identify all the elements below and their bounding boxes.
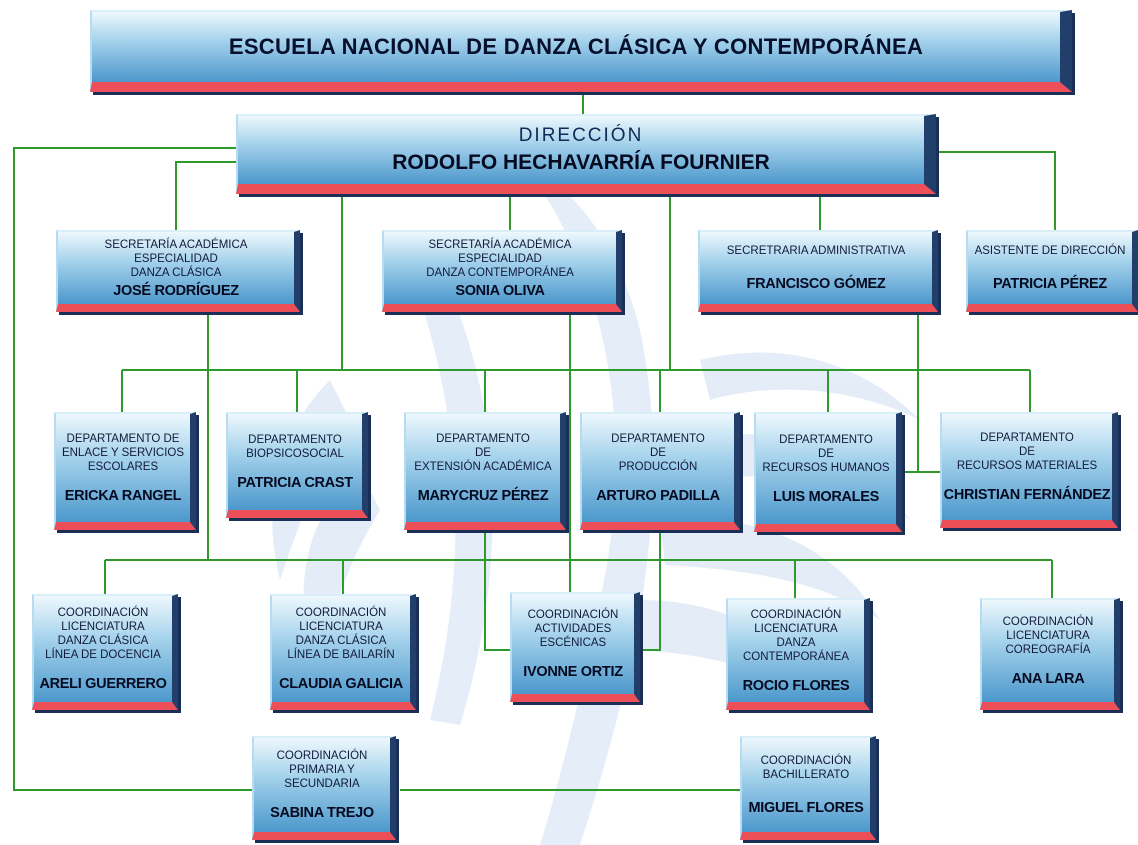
coordinacion-coreografia-box: COORDINACIÓN LICENCIATURA COREOGRAFÍA AN…	[980, 598, 1120, 710]
departamento-extension-box: DEPARTAMENTO DE EXTENSIÓN ACADÉMICA MARY…	[404, 412, 566, 530]
departamento-label: DEPARTAMENTO DE PRODUCCIÓN	[611, 433, 705, 473]
secretaria-name: SONIA OLIVA	[455, 282, 545, 299]
coordinacion-label: COORDINACIÓN LICENCIATURA DANZA CLÁSICA …	[287, 607, 395, 661]
coordinacion-label: COORDINACIÓN LICENCIATURA DANZA CONTEMPO…	[742, 609, 850, 663]
departamento-recursos-materiales-box: DEPARTAMENTO DE RECURSOS MATERIALES CHRI…	[940, 412, 1118, 528]
coordinacion-name: IVONNE ORTIZ	[523, 664, 623, 680]
direccion-name: RODOLFO HECHAVARRÍA FOURNIER	[392, 151, 770, 174]
coordinacion-bailarin-box: COORDINACIÓN LICENCIATURA DANZA CLÁSICA …	[270, 594, 416, 710]
connector-extension-actividades	[484, 530, 512, 651]
coordinacion-actividades-escenicas-box: COORDINACIÓN ACTIVIDADES ESCÉNICAS IVONN…	[510, 592, 640, 702]
secretaria-administrativa-box: SECRETRARIA ADMINISTRATIVA FRANCISCO GÓM…	[698, 230, 938, 312]
connector-produccion-actividades	[636, 530, 661, 651]
connector-dir-left-spine	[13, 147, 252, 791]
coordinacion-label: COORDINACIÓN BACHILLERATO	[760, 755, 852, 781]
departamento-produccion-box: DEPARTAMENTO DE PRODUCCIÓN ARTURO PADILL…	[580, 412, 740, 530]
departamento-label: DEPARTAMENTO BIOPSICOSOCIAL	[246, 434, 344, 460]
coordinacion-label: COORDINACIÓN PRIMARIA Y SECUNDARIA	[276, 750, 368, 790]
secretaria-name: JOSÉ RODRÍGUEZ	[113, 282, 239, 299]
connector-dir-sec4	[935, 151, 1056, 230]
departamento-name: PATRICIA CRAST	[237, 475, 353, 491]
connector-dir-sec1	[175, 161, 238, 230]
secretaria-name: FRANCISCO GÓMEZ	[746, 276, 886, 292]
asistente-direccion-box: ASISTENTE DE DIRECCIÓN PATRICIA PÉREZ	[966, 230, 1138, 312]
departamento-name: MARYCRUZ PÉREZ	[417, 488, 549, 504]
coordinacion-docencia-box: COORDINACIÓN LICENCIATURA DANZA CLÁSICA …	[32, 594, 178, 710]
departamento-name: LUIS MORALES	[773, 489, 879, 505]
departamento-name: ERICKA RANGEL	[64, 488, 182, 504]
coordinacion-label: COORDINACIÓN ACTIVIDADES ESCÉNICAS	[527, 609, 619, 649]
coordinacion-primaria-secundaria-box: COORDINACIÓN PRIMARIA Y SECUNDARIA SABIN…	[252, 736, 396, 840]
coordinacion-label: COORDINACIÓN LICENCIATURA COREOGRAFÍA	[1002, 616, 1094, 656]
coordinacion-name: ARELI GUERRERO	[39, 676, 167, 692]
secretaria-academica-clasica-box: SECRETARÍA ACADÉMICA ESPECIALIDAD DANZA …	[56, 230, 300, 312]
asistente-name: PATRICIA PÉREZ	[993, 276, 1107, 292]
coordinacion-name: ROCIO FLORES	[742, 678, 850, 694]
departamento-recursos-humanos-box: DEPARTAMENTO DE RECURSOS HUMANOS LUIS MO…	[754, 412, 902, 532]
coordinacion-label: COORDINACIÓN LICENCIATURA DANZA CLÁSICA …	[45, 607, 161, 661]
school-title-box: ESCUELA NACIONAL DE DANZA CLÁSICA Y CONT…	[90, 10, 1072, 92]
departamento-name: CHRISTIAN FERNÁNDEZ	[943, 487, 1111, 503]
school-title: ESCUELA NACIONAL DE DANZA CLÁSICA Y CONT…	[228, 34, 924, 59]
secretaria-academica-contemporanea-box: SECRETARÍA ACADÉMICA ESPECIALIDAD DANZA …	[382, 230, 622, 312]
secretaria-label: SECRETARÍA ACADÉMICA ESPECIALIDAD DANZA …	[426, 238, 574, 279]
departamento-label: DEPARTAMENTO DE EXTENSIÓN ACADÉMICA	[414, 433, 552, 473]
departamento-label: DEPARTAMENTO DE RECURSOS HUMANOS	[762, 434, 890, 474]
coordinacion-name: SABINA TREJO	[270, 805, 374, 821]
coordinacion-name: CLAUDIA GALICIA	[279, 676, 403, 692]
coordinacion-contemporanea-box: COORDINACIÓN LICENCIATURA DANZA CONTEMPO…	[726, 598, 870, 710]
coordinacion-bachillerato-box: COORDINACIÓN BACHILLERATO MIGUEL FLORES	[740, 736, 876, 840]
direccion-label: DIRECCIÓN	[518, 125, 644, 146]
coordinacion-name: ANA LARA	[1011, 671, 1085, 687]
asistente-label: ASISTENTE DE DIRECCIÓN	[974, 245, 1126, 257]
departamento-label: DEPARTAMENTO DE ENLACE Y SERVICIOS ESCOL…	[61, 433, 185, 473]
departamento-label: DEPARTAMENTO DE RECURSOS MATERIALES	[956, 432, 1098, 472]
secretaria-label: SECRETARÍA ACADÉMICA ESPECIALIDAD DANZA …	[104, 238, 248, 279]
departamento-name: ARTURO PADILLA	[596, 488, 720, 504]
departamento-enlace-box: DEPARTAMENTO DE ENLACE Y SERVICIOS ESCOL…	[54, 412, 196, 530]
coordinacion-name: MIGUEL FLORES	[748, 800, 864, 816]
departamento-biopsicosocial-box: DEPARTAMENTO BIOPSICOSOCIAL PATRICIA CRA…	[226, 412, 368, 518]
direccion-box: DIRECCIÓN RODOLFO HECHAVARRÍA FOURNIER	[236, 114, 936, 194]
secretaria-label: SECRETRARIA ADMINISTRATIVA	[726, 245, 906, 257]
